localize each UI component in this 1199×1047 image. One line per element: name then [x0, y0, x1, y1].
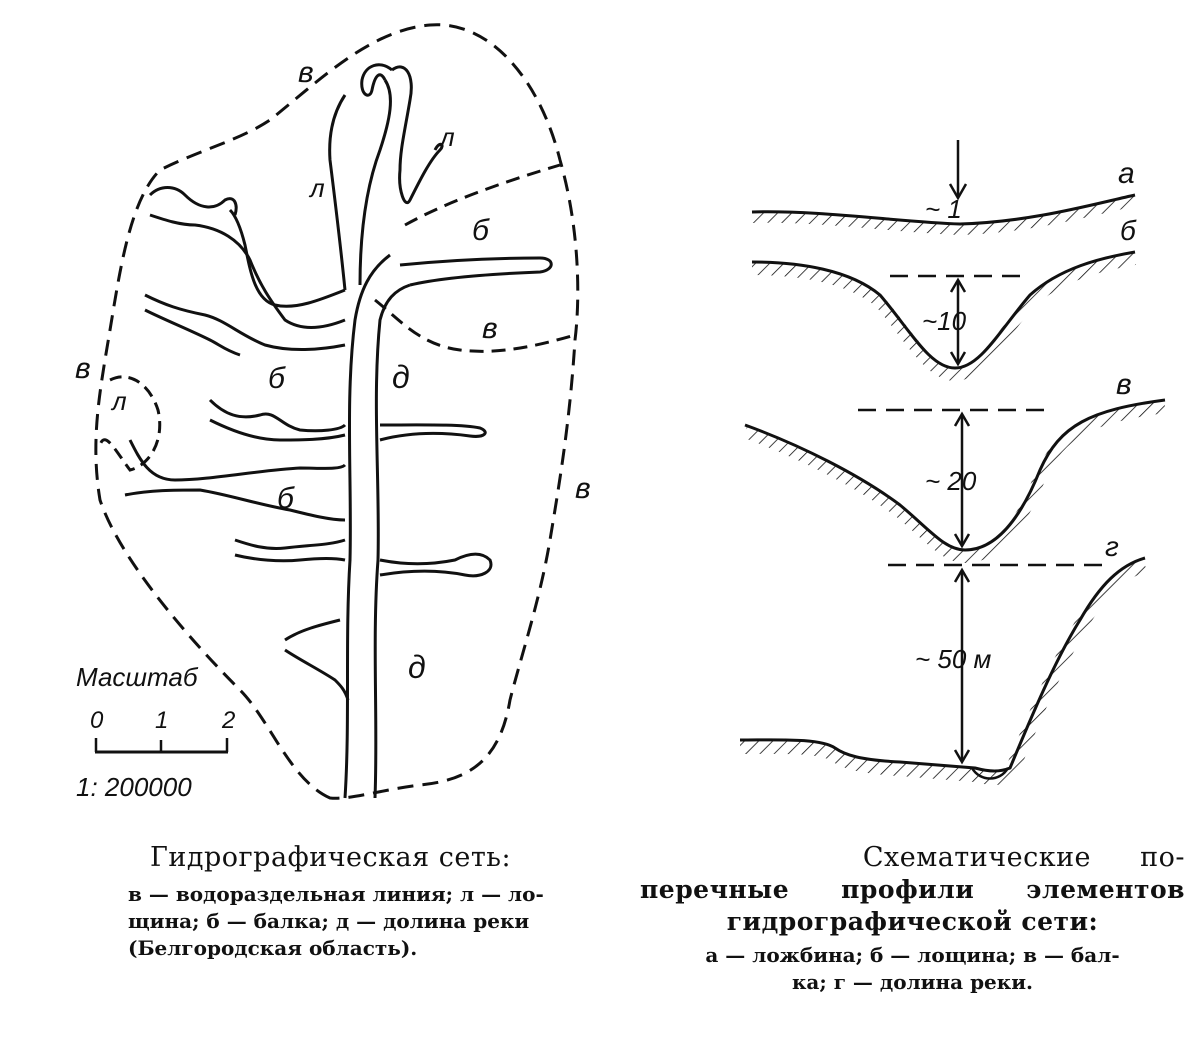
- arrow-b-head-top: [949, 277, 967, 293]
- ravine-left-1: [148, 186, 346, 308]
- profile-label-a: а: [1118, 157, 1135, 190]
- depth-label-g: ~ 50 м: [915, 644, 992, 674]
- profile-label-v: в: [1116, 368, 1132, 401]
- ravine-left-2: [149, 213, 346, 329]
- left-caption-line-2: щина; б — балка; д — долина реки: [128, 909, 530, 933]
- ravine-left-8: [234, 538, 346, 563]
- top-finger-1: [360, 63, 393, 97]
- ravine-b-upper: [399, 256, 553, 287]
- left-caption-line-1: в — водораздельная линия; л — ло-: [128, 882, 544, 906]
- sub-watershed-line-2: [374, 298, 576, 353]
- river-valley-left-bank: [343, 253, 391, 799]
- arrow-a-head: [948, 183, 968, 201]
- profile-label-g: г: [1105, 531, 1119, 562]
- arrow-b-head-bottom: [949, 351, 967, 367]
- scale-ratio: 1: 200000: [76, 772, 192, 802]
- right-caption-line-3: гидрографической сети:: [726, 907, 1099, 936]
- ravine-left-5: [209, 418, 346, 442]
- arrow-v-head-bottom: [953, 533, 971, 549]
- right-caption-line-5: ка; г — долина реки.: [791, 970, 1034, 994]
- right-caption: Схематические по- перечные профили элеме…: [640, 842, 1185, 996]
- left-caption-title: Гидрографическая сеть:: [150, 842, 512, 873]
- ravine-left-7: [124, 488, 346, 522]
- scale-tick-0: 0: [90, 707, 104, 734]
- profile-v-hatch: [742, 401, 1166, 564]
- label-d-low: д: [408, 649, 426, 685]
- profile-g-hatch: [739, 558, 1148, 785]
- left-caption-line-3: (Белгородская область).: [128, 936, 418, 960]
- ravine-left-3: [144, 293, 346, 351]
- depth-label-a: ~ 1: [925, 194, 962, 224]
- profile-label-b: б: [1120, 215, 1137, 246]
- scale-title: Масштаб: [76, 662, 199, 692]
- ravine-right-2: [379, 552, 493, 578]
- profile-labels: а б в г ~ 1 ~10 ~ 20 ~ 50 м: [915, 157, 1137, 674]
- profile-a-hatch: [751, 196, 1137, 236]
- label-l-left: л: [110, 386, 127, 416]
- depth-label-b: ~10: [922, 306, 967, 336]
- left-caption: Гидрографическая сеть: в — водораздельна…: [128, 842, 578, 962]
- right-caption-line-2: перечные профили элементов: [640, 875, 1185, 904]
- label-l-top: л: [438, 122, 455, 152]
- ravine-right-1: [379, 423, 487, 442]
- label-v-left: в: [75, 352, 91, 385]
- arrow-g-head-bottom: [953, 749, 971, 765]
- profile-b-hatch: [751, 253, 1137, 382]
- label-v-top: в: [298, 56, 314, 89]
- scale-tick-1: 1: [155, 707, 168, 734]
- upper-stem-right: [358, 79, 392, 286]
- label-l-mid: л: [308, 173, 325, 203]
- ravine-left-9: [284, 618, 350, 701]
- top-finger-2: [391, 65, 444, 204]
- river-valley-right-bank: [373, 283, 411, 799]
- map-labels: в в в в л л л б б б д д: [75, 56, 591, 685]
- right-caption-line-4: а — ложбина; б — лощина; в — бал-: [705, 943, 1120, 967]
- scale-tick-2: 2: [221, 707, 235, 734]
- arrow-g-head-top: [953, 567, 971, 583]
- profile-b-surface: [751, 250, 1136, 370]
- river-channel: [970, 767, 1010, 780]
- arrow-v-head-top: [953, 411, 971, 427]
- label-b-mid: б: [268, 362, 286, 395]
- cross-profiles: [739, 140, 1166, 785]
- label-v-right-inner: в: [482, 312, 498, 345]
- depth-label-v: ~ 20: [925, 466, 977, 496]
- profile-a-surface: [751, 193, 1136, 226]
- label-b-top: б: [472, 214, 490, 247]
- label-b-low: б: [277, 482, 295, 515]
- sub-watershed-line-3: [98, 375, 162, 472]
- right-caption-line-1: Схематические по-: [862, 842, 1185, 873]
- scale-bar: Масштаб 0 1 2 1: 200000: [76, 662, 235, 802]
- ravine-left-4: [144, 308, 347, 433]
- upper-stem-left: [328, 94, 347, 291]
- label-d-mid: д: [392, 359, 410, 395]
- hydrographic-network-map: [94, 23, 580, 800]
- label-v-right: в: [575, 472, 591, 505]
- ravine-left-6: [128, 439, 347, 482]
